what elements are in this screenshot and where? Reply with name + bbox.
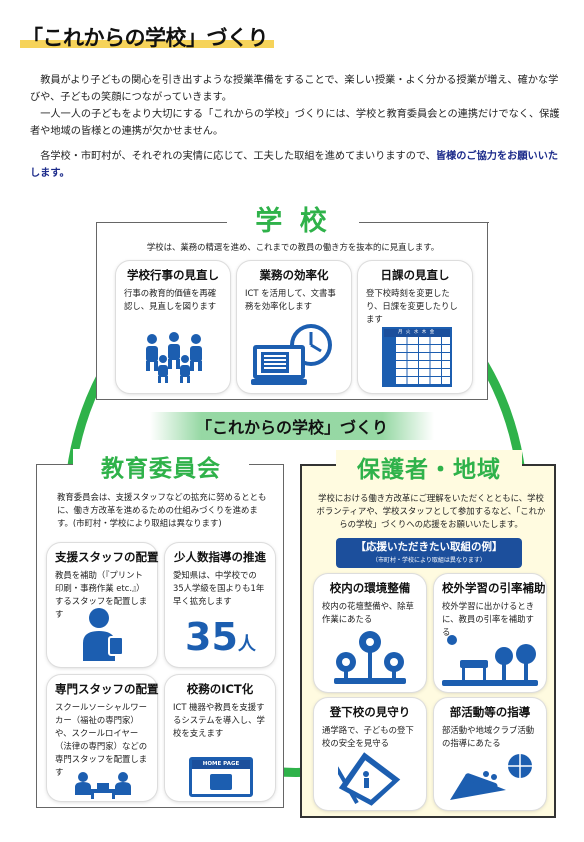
card-text: 教員を補助（『プリント印刷・事務作業 etc.』）するスタッフを配置します xyxy=(55,570,148,619)
35-students-figure: 35人 xyxy=(185,615,256,659)
intro-paragraph-3: 各学校・市町村が、それぞれの実情に応じて、工夫した取組を進めてまいりますので、皆… xyxy=(30,148,562,182)
consultation-icon xyxy=(75,772,131,799)
timetable-icon: 月 火 水 木 金 xyxy=(382,327,452,387)
card-title: 校外学習の引率補助 xyxy=(442,581,546,595)
screen-label: HOME PAGE xyxy=(192,760,250,769)
example-banner: 【応援いただきたい取組の例】 （市町村・学校により取組は異なります） xyxy=(336,538,522,568)
card-specialist-staff: 専門スタッフの配置 スクールソーシャルワーカー（福祉の専門家）や、スクールロイヤ… xyxy=(47,675,159,801)
card-text: ICT 機器や教員を支援するシステムを導入し、学校を支えます xyxy=(173,702,265,738)
card-text: ICT を活用して、文書事務を効率化します xyxy=(245,288,336,311)
card-text: 愛知県は、中学校での35人学級を国よりも1年早く拡充します xyxy=(173,570,265,606)
intro-paragraph-3-text: 各学校・市町村が、それぞれの実情に応じて、工夫した取組を進めてまいりますので、 xyxy=(40,151,436,162)
people-group-icon xyxy=(146,332,202,383)
banner-title: 【応援いただきたい取組の例】 xyxy=(355,541,503,553)
big-number: 35 xyxy=(185,615,238,659)
card-school-events: 学校行事の見直し 行事の教育的価値を再確認し、見直しを図ります xyxy=(116,261,230,393)
center-label-band xyxy=(150,412,434,440)
school-crossing-sign-icon xyxy=(338,752,401,806)
trumpet-ball-icon xyxy=(450,754,532,800)
card-title: 日課の見直し xyxy=(380,268,450,282)
card-commute-watch: 登下校の見守り 通学路で、子どもの登下校の安全を見守る xyxy=(314,698,426,810)
card-text: 通学路で、子どもの登下校の安全を見守る xyxy=(322,725,414,748)
card-text: 校内の花壇整備や、除草作業にあたる xyxy=(322,601,414,624)
card-title: 校内の環境整備 xyxy=(329,581,411,595)
homepage-computer-icon: HOME PAGE xyxy=(189,757,253,797)
computer-clock-icon xyxy=(251,324,332,385)
card-environment: 校内の環境整備 校内の花壇整備や、除草作業にあたる xyxy=(314,574,426,692)
community-heading: 保護者・地域 xyxy=(357,457,501,483)
card-text: 校外学習に出かけるときに、教員の引率を補助する xyxy=(442,601,535,637)
school-heading: 学 校 xyxy=(255,206,331,237)
banner-note: （市町村・学校により取組は異なります） xyxy=(372,557,486,564)
card-text: 部活動や地域クラブ活動の指導にあたる xyxy=(442,725,535,748)
board-description: 教育委員会は、支援スタッフなどの拡充に努めるとともに、働き方改革を進めるための仕… xyxy=(57,492,267,528)
card-title: 学校行事の見直し xyxy=(127,268,219,282)
card-title: 登下校の見守り xyxy=(329,705,411,719)
card-work-efficiency: 業務の効率化 ICT を活用して、文書事務を効率化します xyxy=(237,261,351,393)
page-title: 「これからの学校」づくり xyxy=(20,22,274,52)
intro-emphasis: 皆様のご協力をお願いいたします。 xyxy=(30,151,559,179)
card-title: 専門スタッフの配置 xyxy=(55,682,159,696)
card-title: 部活動等の指導 xyxy=(449,705,531,719)
board-section: 教育委員会 教育委員会は、支援スタッフなどの拡充に努めるとともに、働き方改革を進… xyxy=(36,449,284,808)
center-label: 「これからの学校」づくり xyxy=(195,418,388,437)
card-text: 登下校時刻を変更したり、日課を変更したりします xyxy=(366,288,458,324)
card-title: 校務のICT化 xyxy=(186,682,254,696)
card-title: 少人数指導の推進 xyxy=(174,550,266,564)
school-description: 学校は、業務の精選を進め、これまでの教員の働き方を抜本的に見直します。 xyxy=(146,242,440,252)
card-field-trip: 校外学習の引率補助 校外学習に出かけるときに、教員の引率を補助する xyxy=(434,574,546,692)
card-daily-schedule: 日課の見直し 登下校時刻を変更したり、日課を変更したりします 月 火 水 木 金 xyxy=(358,261,472,393)
card-small-class: 少人数指導の推進 愛知県は、中学校での35人学級を国よりも1年早く拡充します 3… xyxy=(165,543,275,667)
timetable-header: 月 火 水 木 金 xyxy=(384,329,450,337)
staff-person-icon xyxy=(83,608,124,661)
card-text: スクールソーシャルワーカー（福祉の専門家）や、スクールロイヤー（法律の専門家）な… xyxy=(55,702,148,777)
card-ict: 校務のICT化 ICT 機器や教員を支援するシステムを導入し、学校を支えます H… xyxy=(165,675,275,801)
community-section: 保護者・地域 学校における働き方改革にご理解をいただくとともに、学校ボランティア… xyxy=(300,450,556,818)
board-heading: 教育委員会 xyxy=(101,456,221,482)
intro-paragraph-1: 教員がより子どもの関心を引き出すような授業準備をすることで、楽しい授業・よく分か… xyxy=(30,75,559,103)
park-icon xyxy=(442,635,538,686)
flowers-icon xyxy=(334,631,406,684)
card-title: 業務の効率化 xyxy=(259,268,329,282)
card-support-staff: 支援スタッフの配置 教員を補助（『プリント印刷・事務作業 etc.』）するスタッ… xyxy=(47,543,159,667)
intro-paragraph-2: 一人一人の子どもをより大切にする「これからの学校」づくりには、学校と教育委員会と… xyxy=(30,109,560,137)
unit-label: 人 xyxy=(237,634,256,655)
card-title: 支援スタッフの配置 xyxy=(55,550,159,564)
card-text: 行事の教育的価値を再確認し、見直しを図ります xyxy=(124,288,217,311)
community-description: 学校における働き方改革にご理解をいただくとともに、学校ボランティアや、学校スタッ… xyxy=(316,493,546,529)
school-section: 学 校 学校は、業務の精選を進め、これまでの教員の働き方を抜本的に見直します。 … xyxy=(96,206,489,400)
card-club-activities: 部活動等の指導 部活動や地域クラブ活動の指導にあたる xyxy=(434,698,546,810)
